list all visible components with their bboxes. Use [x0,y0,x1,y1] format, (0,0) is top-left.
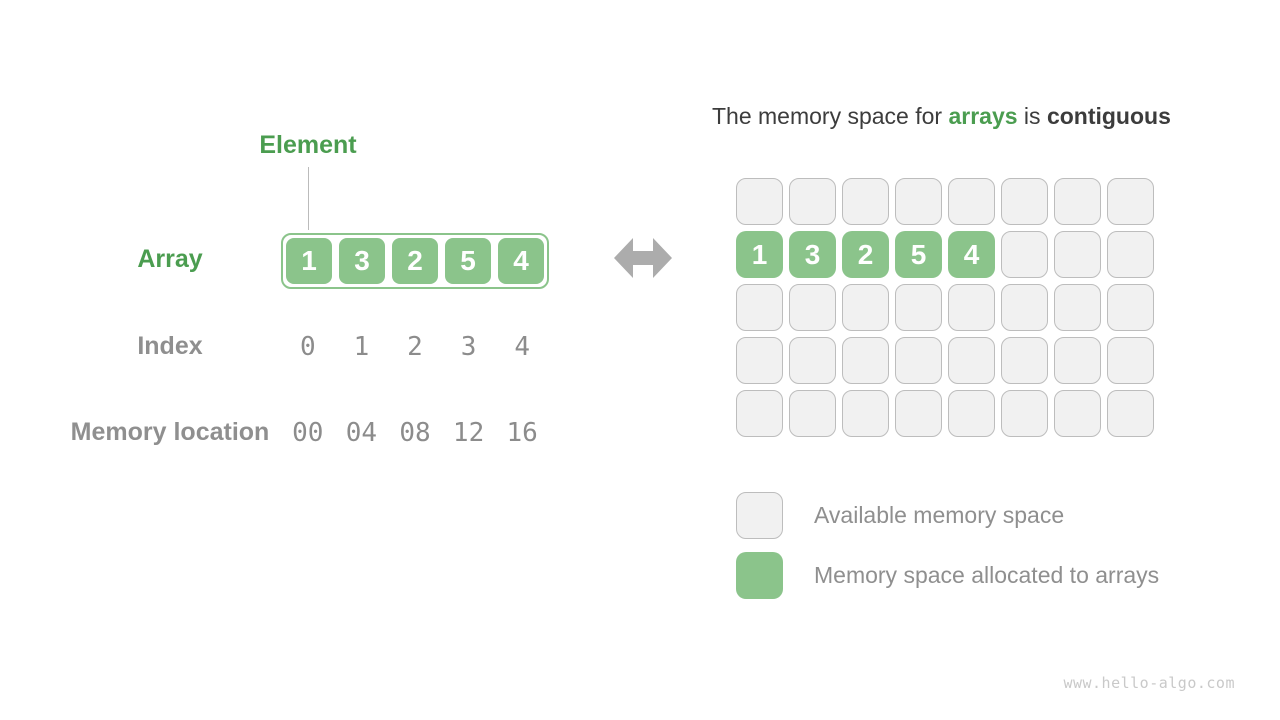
index-value: 0 [299,332,316,362]
memory-location-value: 12 [452,418,485,448]
element-label: Element [259,131,357,159]
array-cell: 1 [286,238,332,284]
title-highlight-arrays: arrays [948,103,1018,129]
memory-cell-available [895,390,942,437]
memory-cell-available [789,178,836,225]
memory-cell-available [1054,337,1101,384]
memory-cell-available [1107,337,1154,384]
memory-cell-available [1001,231,1048,278]
memory-cell-allocated: 3 [789,231,836,278]
memory-location-row: 00 04 08 12 16 [281,418,549,448]
memory-cell-available [1001,284,1048,331]
memory-cell-available [948,284,995,331]
memory-cell-available [1107,390,1154,437]
array-label: Array [137,245,203,273]
array-cell: 2 [392,238,438,284]
left-right-arrow-icon [614,238,672,278]
memory-cell-available [948,178,995,225]
array-cell: 5 [445,238,491,284]
memory-cell-available [1054,231,1101,278]
memory-cell-available [842,284,889,331]
memory-location-value: 04 [345,418,378,448]
memory-location-value: 00 [292,418,324,448]
memory-location-label: Memory location [70,418,270,446]
memory-cell-available [736,390,783,437]
index-value: 2 [407,332,423,362]
memory-cell-allocated: 5 [895,231,942,278]
index-value: 1 [353,332,370,362]
title-middle: is [1017,103,1047,129]
memory-cell-available [736,178,783,225]
memory-cell-available [1107,178,1154,225]
memory-cell-available [895,284,942,331]
memory-cell-available [948,337,995,384]
index-label: Index [137,332,203,360]
memory-cell-available [1054,178,1101,225]
memory-cell-allocated: 4 [948,231,995,278]
memory-cell-available [789,337,836,384]
memory-cell-available [736,284,783,331]
legend-label: Memory space allocated to arrays [814,562,1160,588]
memory-cell-available [789,284,836,331]
memory-cell-available [1054,390,1101,437]
memory-cell-available [789,390,836,437]
legend-item-allocated: Memory space allocated to arrays [736,552,1159,599]
memory-location-value: 08 [399,418,431,448]
legend-label: Available memory space [814,502,1065,528]
memory-cell-available [1001,390,1048,437]
memory-cell-available [842,390,889,437]
site-watermark: www.hello-algo.com [1063,674,1235,692]
memory-cell-allocated: 2 [842,231,889,278]
element-pointer-line [308,167,309,230]
allocated-memory-swatch [736,552,783,599]
memory-cell-available [895,178,942,225]
memory-cell-available [1001,337,1048,384]
memory-cell-available [1054,284,1101,331]
available-memory-swatch [736,492,783,539]
index-row: 0 1 2 3 4 [281,332,549,362]
memory-cell-available [1107,284,1154,331]
memory-cell-available [948,390,995,437]
title-emphasis-contiguous: contiguous [1046,103,1171,129]
memory-cell-available [842,178,889,225]
memory-cell-available [1001,178,1048,225]
memory-cell-available [1107,231,1154,278]
array-cell: 4 [498,238,544,284]
memory-location-value: 16 [506,418,538,448]
memory-cell-available [895,337,942,384]
array-cell: 3 [339,238,385,284]
title-prefix: The memory space for [712,103,949,129]
index-value: 3 [460,332,477,362]
index-value: 4 [514,332,530,362]
diagram-title: The memory space for arrays is contiguou… [712,102,1171,130]
memory-cell-allocated: 1 [736,231,783,278]
memory-cell-available [736,337,783,384]
memory-cell-available [842,337,889,384]
legend-item-available: Available memory space [736,492,1064,539]
